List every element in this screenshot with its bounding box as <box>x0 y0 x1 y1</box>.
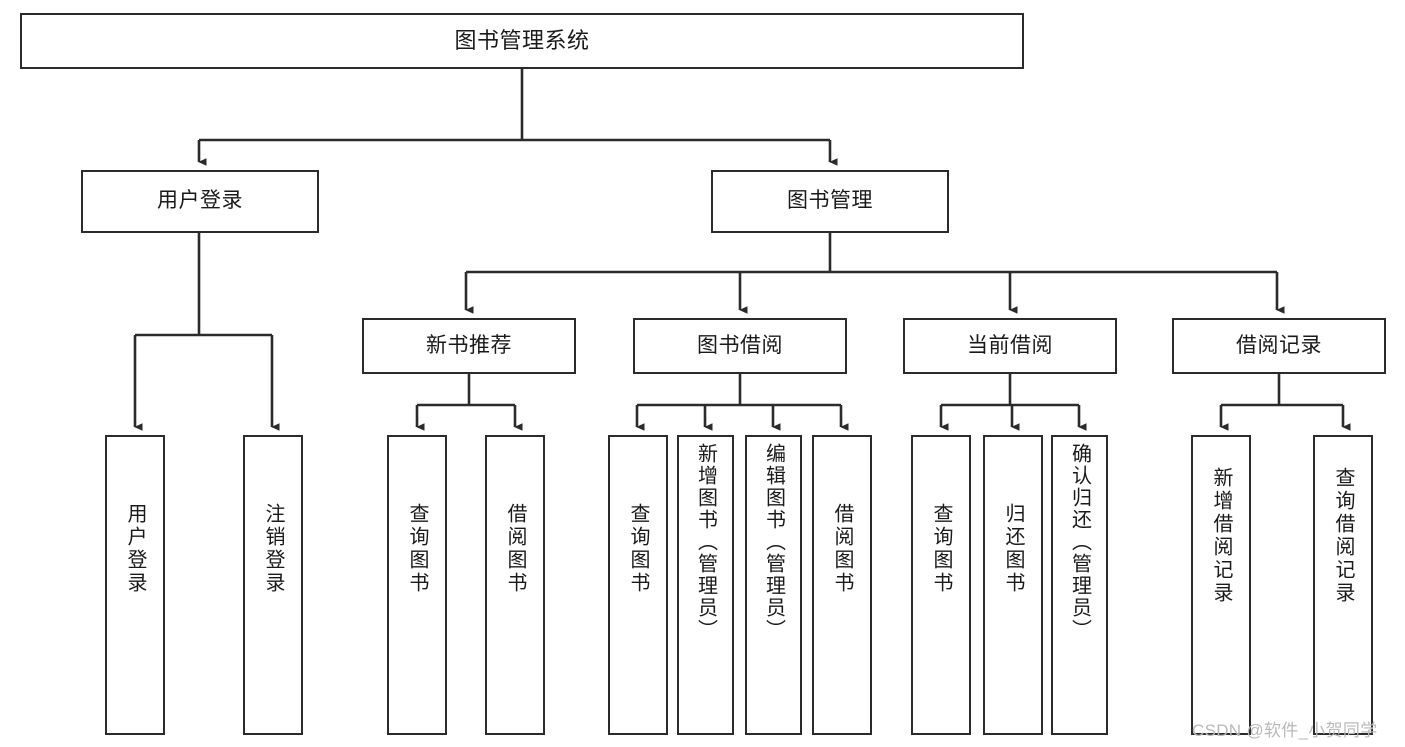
node-leaf-return-book-label: 归还图书 <box>1002 503 1024 595</box>
node-book-borrow[interactable]: 图书借阅 <box>633 318 847 374</box>
node-user-login-label: 用户登录 <box>157 189 243 213</box>
node-new-book-recommend[interactable]: 新书推荐 <box>362 318 576 374</box>
node-leaf-confirm-return-admin-label: 确认归还（管理员） <box>1068 443 1091 641</box>
node-leaf-add-book-admin[interactable]: 新增图书（管理员） <box>677 435 734 735</box>
node-leaf-query-book-1[interactable]: 查询图书 <box>387 435 447 735</box>
node-root-system[interactable]: 图书管理系统 <box>20 13 1024 69</box>
node-leaf-borrow-book-1-label: 借阅图书 <box>504 503 526 595</box>
node-book-borrow-label: 图书借阅 <box>697 333 783 357</box>
node-borrow-record-label: 借阅记录 <box>1236 333 1322 357</box>
node-leaf-confirm-return-admin[interactable]: 确认归还（管理员） <box>1051 435 1108 735</box>
node-leaf-query-book-1-label: 查询图书 <box>406 503 428 595</box>
node-book-management-label: 图书管理 <box>787 189 873 213</box>
csdn-watermark: CSDN @软件_小贺同学 <box>1192 721 1378 740</box>
node-leaf-query-book-3[interactable]: 查询图书 <box>911 435 971 735</box>
node-leaf-edit-book-admin-label: 编辑图书（管理员） <box>762 443 785 641</box>
node-borrow-record[interactable]: 借阅记录 <box>1172 318 1386 374</box>
node-leaf-borrow-book-2-label: 借阅图书 <box>831 503 853 595</box>
node-leaf-user-login[interactable]: 用户登录 <box>105 435 165 735</box>
node-leaf-add-book-admin-label: 新增图书（管理员） <box>694 443 717 641</box>
node-leaf-borrow-book-2[interactable]: 借阅图书 <box>812 435 872 735</box>
node-leaf-add-borrow-record[interactable]: 新增借阅记录 <box>1191 435 1251 735</box>
node-new-book-recommend-label: 新书推荐 <box>426 333 512 357</box>
node-leaf-logout-login[interactable]: 注销登录 <box>243 435 303 735</box>
node-leaf-query-book-3-label: 查询图书 <box>930 503 952 595</box>
node-leaf-borrow-book-1[interactable]: 借阅图书 <box>485 435 545 735</box>
node-leaf-return-book[interactable]: 归还图书 <box>983 435 1043 735</box>
node-current-borrow[interactable]: 当前借阅 <box>903 318 1117 374</box>
node-leaf-query-borrow-record-label: 查询借阅记录 <box>1332 467 1354 605</box>
node-root-label: 图书管理系统 <box>454 28 590 54</box>
node-current-borrow-label: 当前借阅 <box>967 333 1053 357</box>
node-leaf-query-borrow-record[interactable]: 查询借阅记录 <box>1313 435 1373 735</box>
node-leaf-logout-login-label: 注销登录 <box>262 503 284 595</box>
node-leaf-edit-book-admin[interactable]: 编辑图书（管理员） <box>745 435 802 735</box>
node-leaf-user-login-label: 用户登录 <box>124 503 146 595</box>
node-leaf-query-book-2[interactable]: 查询图书 <box>608 435 668 735</box>
node-book-management[interactable]: 图书管理 <box>711 170 949 233</box>
node-leaf-add-borrow-record-label: 新增借阅记录 <box>1210 467 1232 605</box>
node-leaf-query-book-2-label: 查询图书 <box>627 503 649 595</box>
node-user-login[interactable]: 用户登录 <box>81 170 319 233</box>
